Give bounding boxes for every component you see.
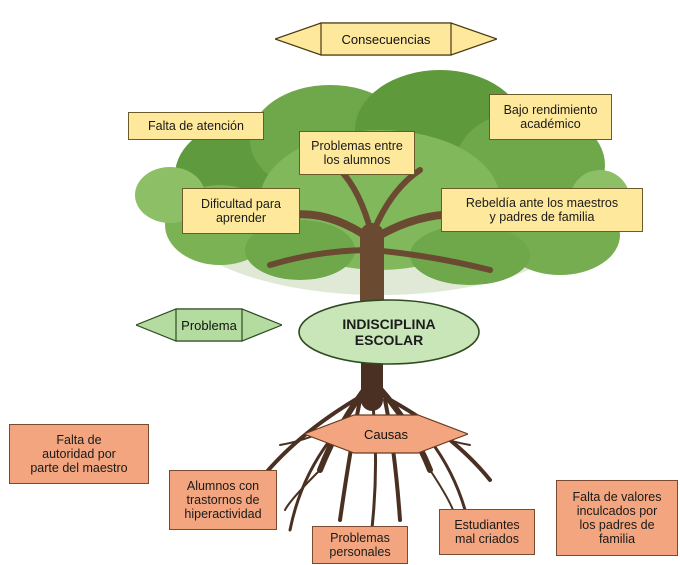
consequence-rebeldia: Rebeldía ante los maestros y padres de f… bbox=[441, 188, 643, 232]
tree-foliage bbox=[135, 70, 630, 295]
consequence-problemas-alumnos: Problemas entre los alumnos bbox=[299, 131, 415, 175]
causes-header-label: Causas bbox=[363, 426, 409, 442]
central-problem-ellipse bbox=[298, 299, 480, 365]
consequence-bajo-rendimiento: Bajo rendimiento académico bbox=[489, 94, 612, 140]
problem-label: Problema bbox=[136, 307, 282, 343]
causes-header: Causas bbox=[304, 414, 468, 454]
cause-falta-valores: Falta de valores inculcados por los padr… bbox=[556, 480, 678, 556]
cause-problemas-personales: Problemas personales bbox=[312, 526, 408, 564]
cause-falta-autoridad: Falta de autoridad por parte del maestro bbox=[9, 424, 149, 484]
consequences-header: Consecuencias bbox=[275, 22, 497, 56]
central-problem-label: INDISCIPLINA ESCOLAR bbox=[342, 316, 436, 348]
problem-label-text: Problema bbox=[181, 317, 237, 333]
cause-mal-criados: Estudiantes mal criados bbox=[439, 509, 535, 555]
cause-hiperactividad: Alumnos con trastornos de hiperactividad bbox=[169, 470, 277, 530]
consequence-falta-atencion: Falta de atención bbox=[128, 112, 264, 140]
consequences-header-label: Consecuencias bbox=[341, 31, 431, 47]
consequence-dificultad-aprender: Dificultad para aprender bbox=[182, 188, 300, 234]
